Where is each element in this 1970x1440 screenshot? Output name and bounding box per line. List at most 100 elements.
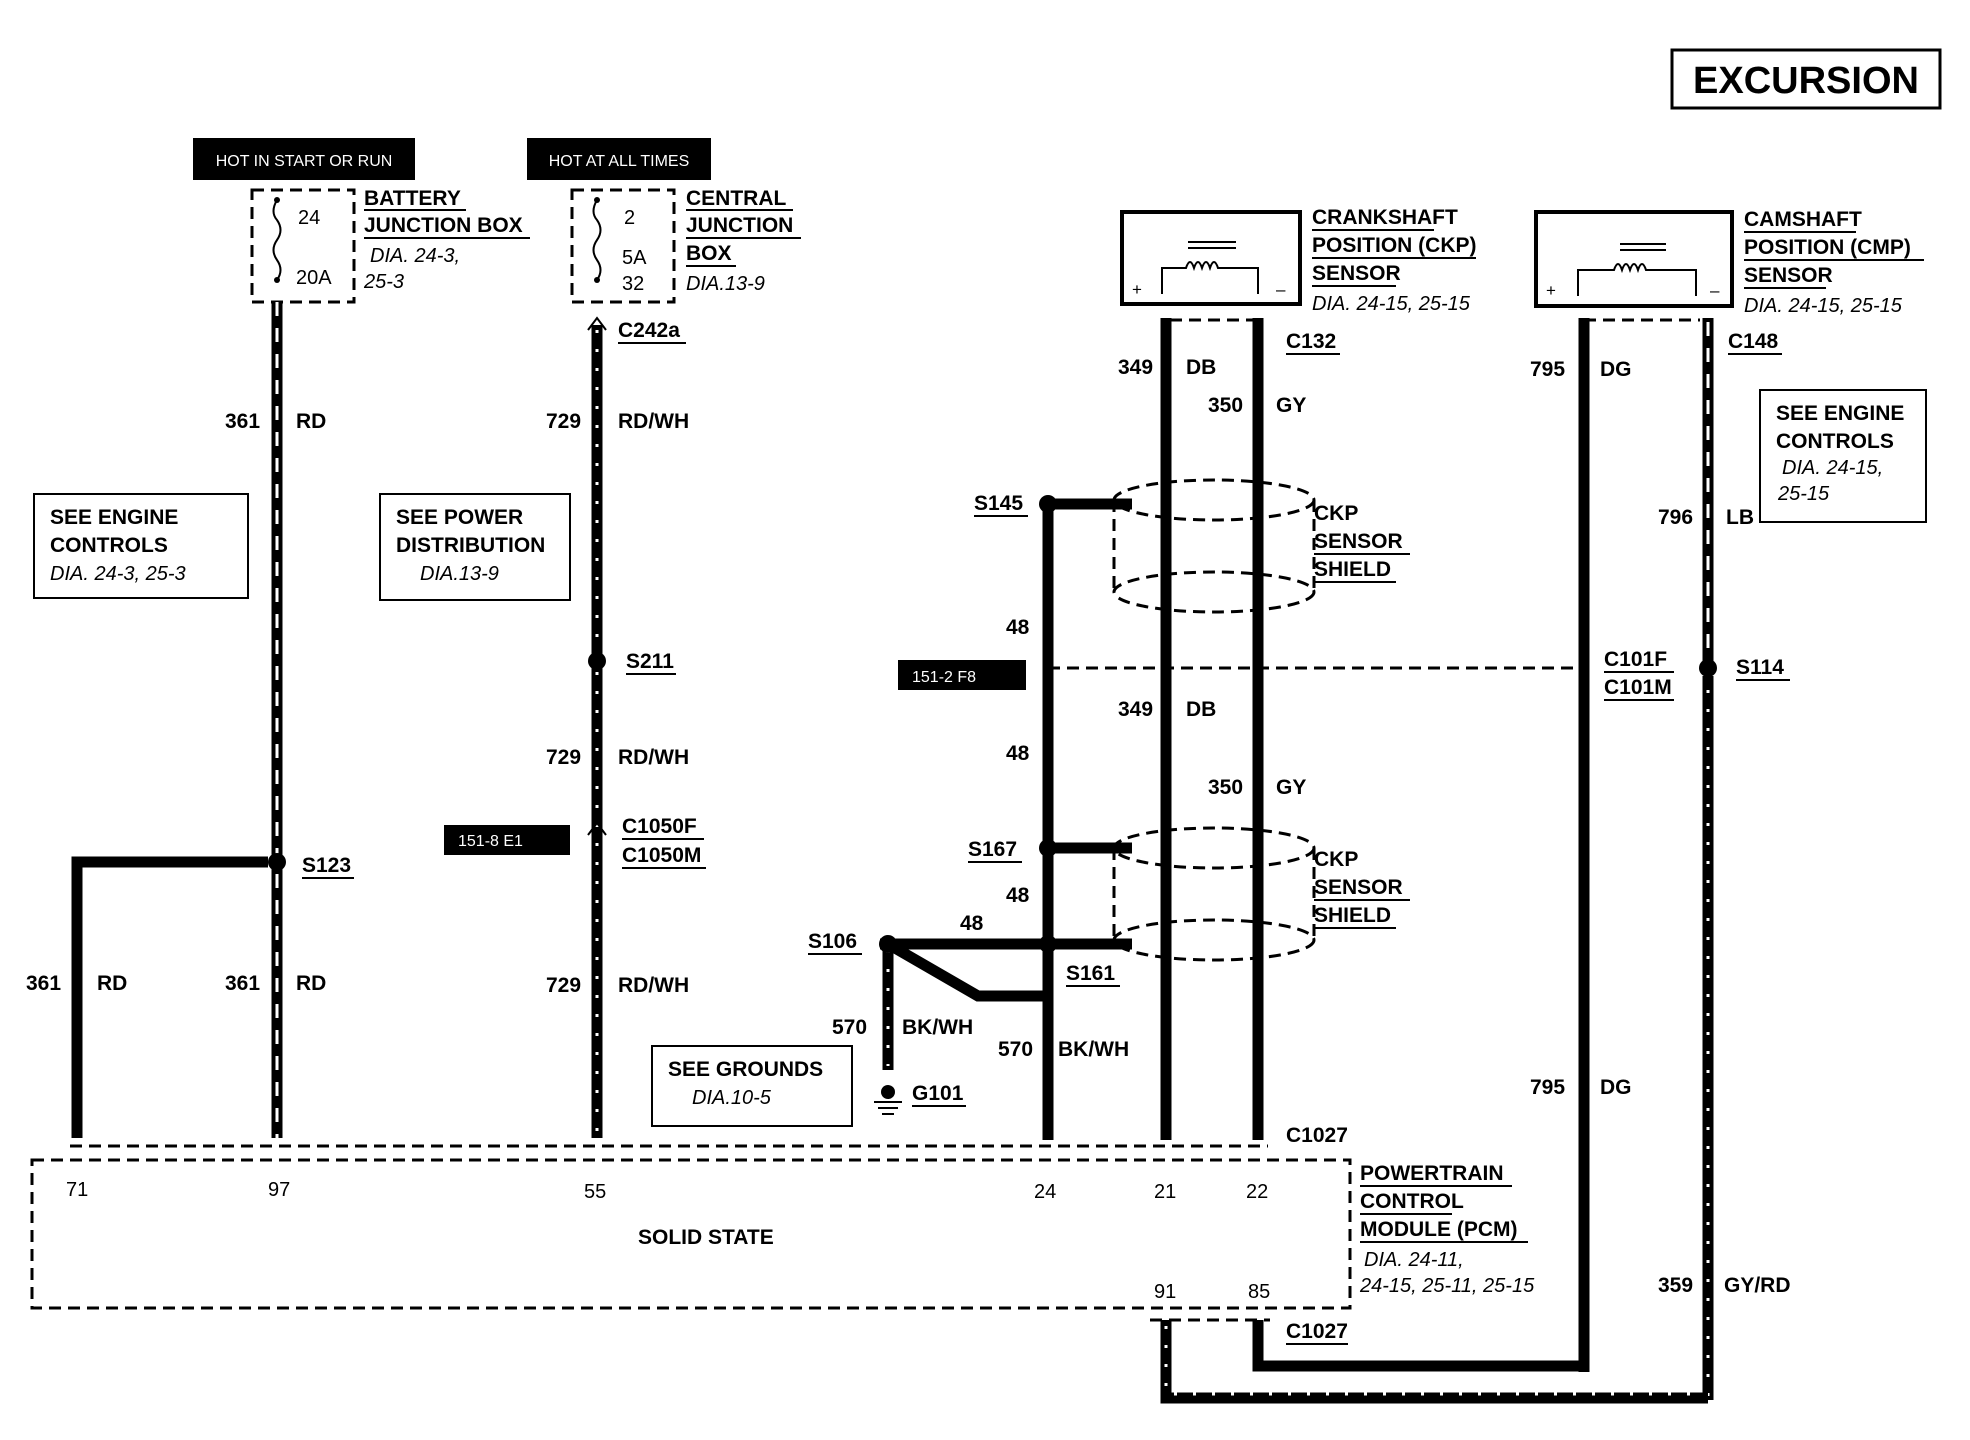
svg-text:SEE POWER: SEE POWER (396, 506, 523, 529)
svg-text:21: 21 (1154, 1181, 1176, 1203)
svg-text:CONTROLS: CONTROLS (1776, 430, 1894, 453)
svg-text:71: 71 (66, 1179, 88, 1201)
svg-text:GY/RD: GY/RD (1724, 1274, 1791, 1297)
coil-icon (1577, 263, 1697, 296)
svg-text:SEE GROUNDS: SEE GROUNDS (668, 1058, 823, 1081)
svg-text:DG: DG (1600, 1076, 1632, 1099)
svg-text:–: – (1276, 280, 1286, 299)
svg-text:22: 22 (1246, 1181, 1268, 1203)
svg-text:DIA.13-9: DIA.13-9 (420, 563, 499, 585)
svg-text:CKP: CKP (1314, 502, 1358, 525)
svg-text:570: 570 (998, 1038, 1033, 1061)
svg-text:DB: DB (1186, 356, 1216, 379)
svg-text:GY: GY (1276, 776, 1306, 799)
svg-text:C242a: C242a (618, 319, 680, 342)
svg-text:CKP: CKP (1314, 848, 1358, 871)
svg-text:359: 359 (1658, 1274, 1693, 1297)
svg-text:+: + (1132, 280, 1142, 299)
svg-text:DIA. 24-15, 25-15: DIA. 24-15, 25-15 (1312, 293, 1471, 315)
svg-text:JUNCTION: JUNCTION (686, 214, 793, 237)
svg-text:DIA. 24-3,: DIA. 24-3, (370, 245, 460, 267)
svg-text:349: 349 (1118, 698, 1153, 721)
wire-729: C242a 729 RD/WH S211 729 RD/WH C1050F C1… (546, 316, 706, 1138)
svg-text:729: 729 (546, 974, 581, 997)
cmp-sensor: + – CAMSHAFT POSITION (CMP) SENSOR DIA. … (1534, 208, 1924, 317)
svg-text:S211: S211 (626, 650, 674, 673)
svg-text:POSITION (CMP): POSITION (CMP) (1744, 236, 1911, 259)
model-title: EXCURSION (1693, 60, 1919, 102)
svg-text:DIA. 24-3, 25-3: DIA. 24-3, 25-3 (50, 563, 186, 585)
c132-label: C132 (1286, 330, 1336, 353)
svg-text:HOT IN START OR RUN: HOT IN START OR RUN (216, 153, 393, 170)
svg-text:SENSOR: SENSOR (1744, 264, 1833, 287)
coil-icon (1161, 261, 1259, 294)
svg-text:BK/WH: BK/WH (902, 1016, 973, 1039)
svg-text:S123: S123 (302, 854, 351, 877)
splice-s123-dot (268, 853, 286, 871)
svg-text:85: 85 (1248, 1281, 1270, 1303)
svg-text:350: 350 (1208, 394, 1243, 417)
c148-label: C148 (1728, 330, 1779, 353)
svg-text:RD: RD (296, 410, 326, 433)
svg-text:POSITION (CKP): POSITION (CKP) (1312, 234, 1477, 257)
svg-text:C1050F: C1050F (622, 815, 697, 838)
svg-text:CENTRAL: CENTRAL (686, 187, 786, 210)
svg-text:+: + (1546, 281, 1556, 300)
svg-text:BATTERY: BATTERY (364, 187, 461, 210)
svg-text:DG: DG (1600, 358, 1632, 381)
svg-text:RD/WH: RD/WH (618, 746, 689, 769)
svg-text:25-3: 25-3 (363, 271, 404, 293)
svg-text:25-15: 25-15 (1777, 483, 1830, 505)
svg-text:DIA. 24-11,: DIA. 24-11, (1364, 1249, 1464, 1271)
svg-text:BOX: BOX (686, 242, 732, 265)
svg-text:729: 729 (546, 746, 581, 769)
svg-text:RD: RD (296, 972, 326, 995)
ref-badge-151-2-f8: 151-2 F8 (898, 660, 1026, 690)
c1027-bottom-label: C1027 (1286, 1320, 1348, 1343)
svg-text:570: 570 (832, 1016, 867, 1039)
svg-text:S145: S145 (974, 492, 1023, 515)
svg-text:361: 361 (225, 410, 260, 433)
svg-text:SOLID STATE: SOLID STATE (638, 1226, 774, 1249)
svg-text:GY: GY (1276, 394, 1306, 417)
splice-s167-dot (1039, 839, 1057, 857)
fuse-icon (592, 199, 602, 281)
splice-s106-dot (879, 935, 897, 953)
svg-text:DIA. 24-15, 25-15: DIA. 24-15, 25-15 (1744, 295, 1903, 317)
model-title-box: EXCURSION (1670, 48, 1942, 110)
wire-570: S106 570 BK/WH 570 BK/WH G101 (808, 930, 1129, 1115)
svg-text:20A: 20A (296, 267, 332, 289)
wire-359: 359 GY/RD (1658, 676, 1791, 1400)
svg-text:151-2 F8: 151-2 F8 (912, 669, 976, 686)
svg-text:SENSOR: SENSOR (1312, 262, 1401, 285)
svg-text:24-15, 25-11, 25-15: 24-15, 25-11, 25-15 (1359, 1275, 1535, 1297)
hot-start-run-badge: HOT IN START OR RUN (193, 138, 415, 180)
svg-text:48: 48 (1006, 616, 1030, 639)
svg-text:SENSOR: SENSOR (1314, 876, 1403, 899)
svg-text:151-8 E1: 151-8 E1 (458, 833, 523, 850)
c1027-top-label: C1027 (1286, 1124, 1348, 1147)
svg-text:32: 32 (622, 273, 644, 295)
svg-text:CAMSHAFT: CAMSHAFT (1744, 208, 1862, 231)
ckp-shield-upper: CKP SENSOR SHIELD (1112, 478, 1410, 614)
svg-text:DB: DB (1186, 698, 1216, 721)
svg-text:LB: LB (1726, 506, 1754, 529)
svg-text:HOT AT ALL TIMES: HOT AT ALL TIMES (549, 153, 690, 170)
battery-junction-box: 24 20A BATTERY JUNCTION BOX DIA. 24-3, 2… (250, 187, 530, 304)
c101f-label: C101F (1604, 648, 1667, 671)
note-engine-controls-left: SEE ENGINE CONTROLS DIA. 24-3, 25-3 (33, 493, 249, 599)
c101m-label: C101M (1604, 676, 1672, 699)
central-junction-box: 2 5A 32 CENTRAL JUNCTION BOX DIA.13-9 (570, 187, 801, 304)
svg-text:SENSOR: SENSOR (1314, 530, 1403, 553)
svg-text:2: 2 (624, 207, 635, 229)
svg-text:S114: S114 (1736, 656, 1784, 679)
svg-text:795: 795 (1530, 358, 1565, 381)
svg-text:S161: S161 (1066, 962, 1115, 985)
svg-text:G101: G101 (912, 1082, 964, 1105)
wire-796: 796 LB S114 (1658, 318, 1790, 681)
svg-text:349: 349 (1118, 356, 1153, 379)
ref-badge-151-8-e1: 151-8 E1 (444, 825, 570, 855)
svg-text:POWERTRAIN: POWERTRAIN (1360, 1162, 1504, 1185)
ground-icon (874, 1085, 902, 1115)
